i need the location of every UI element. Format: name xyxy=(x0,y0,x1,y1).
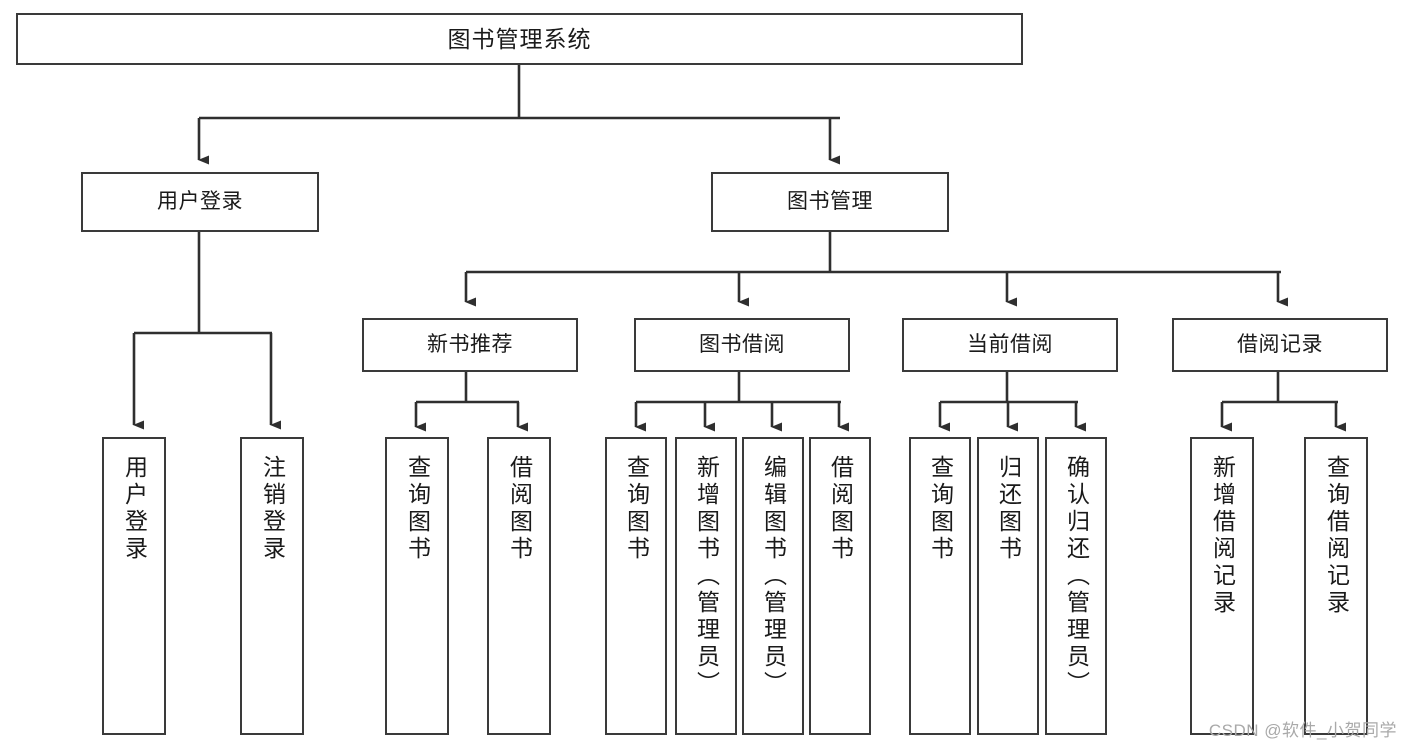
node-leaf-9-label: 查询图书 xyxy=(927,455,954,563)
node-leaf-add-borrow-record[interactable]: 新增借阅记录 xyxy=(1190,437,1254,735)
node-root[interactable]: 图书管理系统 xyxy=(16,13,1023,65)
node-book-borrow[interactable]: 图书借阅 xyxy=(634,318,850,372)
node-leaf-13-label: 查询借阅记录 xyxy=(1323,455,1350,617)
node-leaf-1-label: 用户登录 xyxy=(121,455,148,563)
node-leaf-add-book-admin[interactable]: 新增图书（管理员） xyxy=(675,437,737,735)
node-leaf-7-label: 编辑图书（管理员） xyxy=(760,455,787,698)
node-current-borrow[interactable]: 当前借阅 xyxy=(902,318,1118,372)
node-leaf-query-book-1[interactable]: 查询图书 xyxy=(385,437,449,735)
node-leaf-query-borrow-record[interactable]: 查询借阅记录 xyxy=(1304,437,1368,735)
node-leaf-borrow-book-1[interactable]: 借阅图书 xyxy=(487,437,551,735)
node-leaf-borrow-book-2[interactable]: 借阅图书 xyxy=(809,437,871,735)
node-leaf-query-book-3[interactable]: 查询图书 xyxy=(909,437,971,735)
node-leaf-confirm-return-admin[interactable]: 确认归还（管理员） xyxy=(1045,437,1107,735)
node-leaf-5-label: 查询图书 xyxy=(623,455,650,563)
node-book-borrow-label: 图书借阅 xyxy=(699,332,785,356)
node-leaf-11-label: 确认归还（管理员） xyxy=(1063,455,1090,698)
node-borrow-record-label: 借阅记录 xyxy=(1237,332,1323,356)
node-user-login-label: 用户登录 xyxy=(157,189,243,213)
node-book-manage-label: 图书管理 xyxy=(787,189,873,213)
node-leaf-4-label: 借阅图书 xyxy=(506,455,533,563)
node-leaf-edit-book-admin[interactable]: 编辑图书（管理员） xyxy=(742,437,804,735)
node-leaf-12-label: 新增借阅记录 xyxy=(1209,455,1236,617)
node-leaf-logout[interactable]: 注销登录 xyxy=(240,437,304,735)
node-book-manage[interactable]: 图书管理 xyxy=(711,172,949,232)
node-leaf-user-login[interactable]: 用户登录 xyxy=(102,437,166,735)
node-leaf-10-label: 归还图书 xyxy=(995,455,1022,563)
node-root-label: 图书管理系统 xyxy=(447,25,592,52)
node-leaf-query-book-2[interactable]: 查询图书 xyxy=(605,437,667,735)
node-new-book-rec-label: 新书推荐 xyxy=(427,332,513,356)
watermark: CSDN @软件_小贺同学 xyxy=(1208,721,1397,740)
node-user-login[interactable]: 用户登录 xyxy=(81,172,319,232)
node-new-book-rec[interactable]: 新书推荐 xyxy=(362,318,578,372)
node-leaf-2-label: 注销登录 xyxy=(259,455,286,563)
node-leaf-8-label: 借阅图书 xyxy=(827,455,854,563)
node-leaf-return-book[interactable]: 归还图书 xyxy=(977,437,1039,735)
node-leaf-6-label: 新增图书（管理员） xyxy=(693,455,720,698)
node-borrow-record[interactable]: 借阅记录 xyxy=(1172,318,1388,372)
node-leaf-3-label: 查询图书 xyxy=(404,455,431,563)
node-current-borrow-label: 当前借阅 xyxy=(967,332,1053,356)
